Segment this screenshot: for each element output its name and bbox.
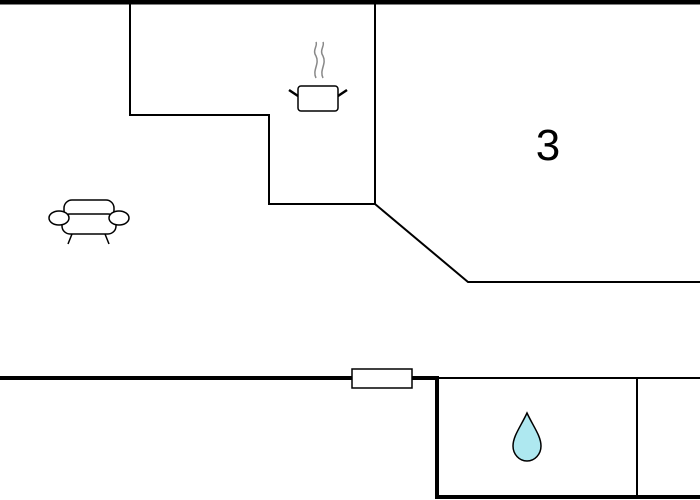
water-drop-icon (512, 411, 542, 462)
kitchen-wall (129, 1, 376, 205)
cooking-pot-icon (288, 41, 348, 112)
door-icon (351, 368, 413, 389)
room-number-label: 3 (535, 121, 561, 170)
room-3-wall (373, 202, 700, 283)
sofa-icon (48, 199, 130, 245)
